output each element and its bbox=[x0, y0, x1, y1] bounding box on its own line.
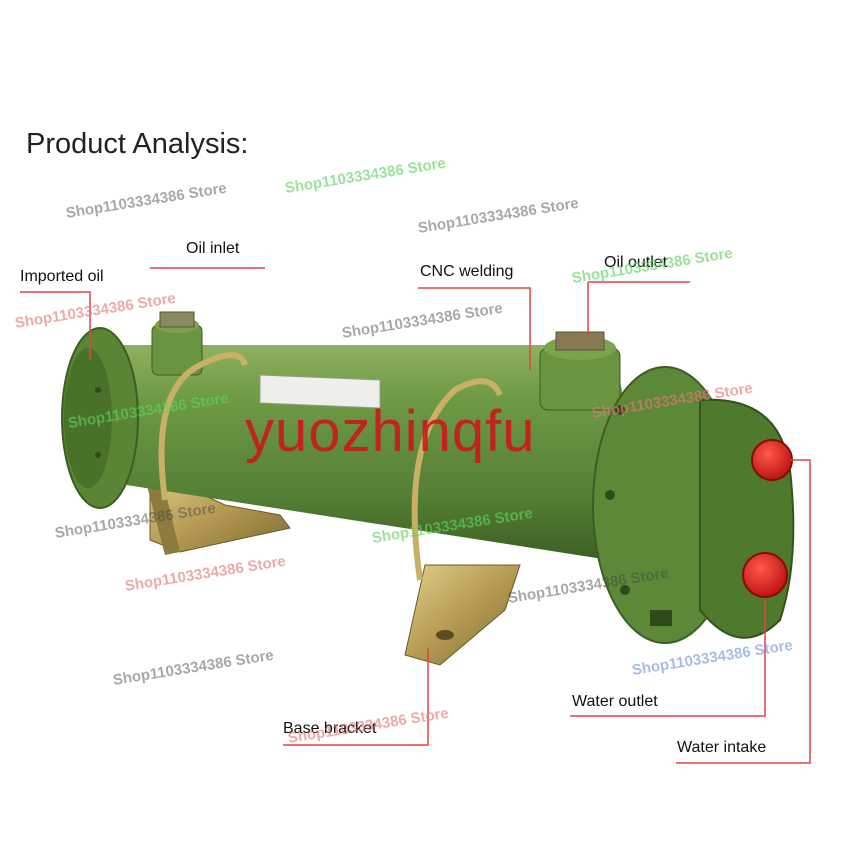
leader-cnc-welding bbox=[418, 287, 531, 370]
nameplate bbox=[259, 374, 381, 409]
label-water-outlet: Water outlet bbox=[572, 693, 658, 710]
leader-base-bracket bbox=[283, 648, 429, 746]
left-end-flange bbox=[61, 327, 139, 509]
label-water-intake: Water intake bbox=[677, 739, 767, 756]
water-intake-cap bbox=[751, 439, 793, 481]
left-u-bolt bbox=[158, 352, 248, 501]
brand-watermark: yuozhinqfu bbox=[245, 399, 536, 464]
leader-imported-oil bbox=[20, 291, 91, 360]
label-imported-oil: Imported oil bbox=[20, 268, 104, 285]
page-title: Product Analysis: bbox=[26, 128, 249, 160]
oil-outlet-port bbox=[539, 331, 621, 411]
label-cnc-welding: CNC welding bbox=[420, 263, 514, 280]
leader-water-outlet bbox=[570, 600, 766, 717]
label-oil-outlet: Oil outlet bbox=[604, 254, 668, 271]
leader-water-intake bbox=[676, 459, 811, 764]
leader-lines bbox=[20, 267, 811, 764]
label-base-bracket: Base bracket bbox=[283, 720, 377, 737]
right-u-bolt bbox=[411, 378, 503, 581]
water-outlet-cap bbox=[742, 552, 788, 598]
label-oil-inlet: Oil inlet bbox=[186, 240, 240, 257]
oil-inlet-port bbox=[151, 311, 203, 376]
right-base-bracket bbox=[404, 564, 521, 666]
